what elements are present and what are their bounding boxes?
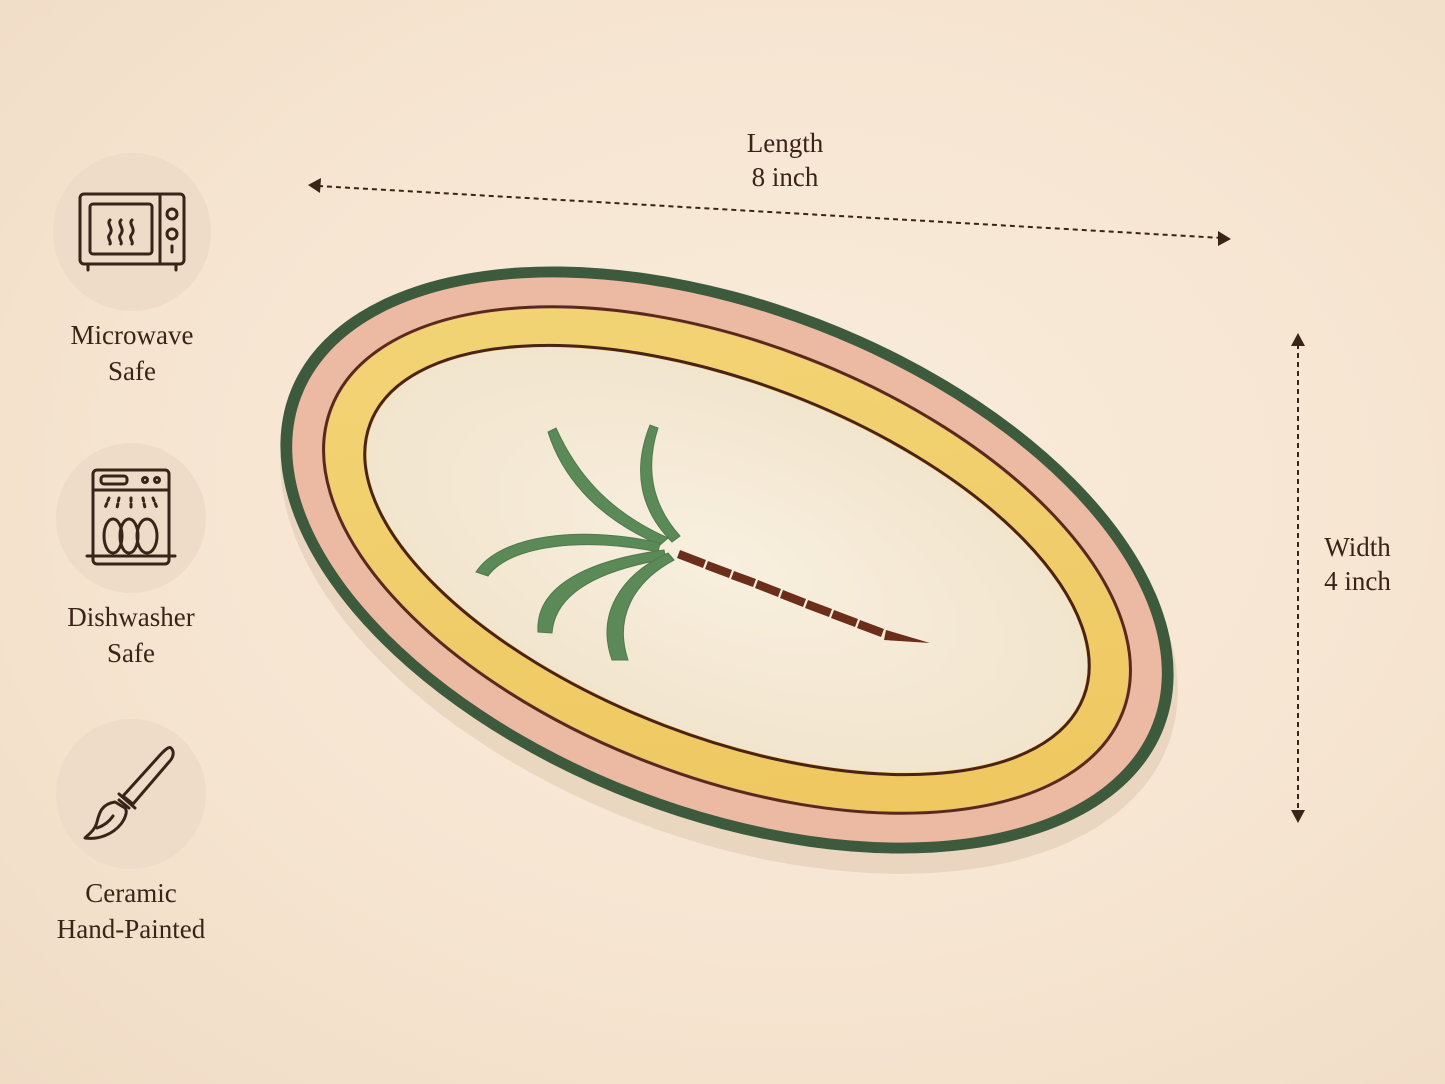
feature-ceramic-hand-painted: Ceramic Hand-Painted [11,719,251,947]
palm-fronds [475,424,681,661]
paintbrush-icon [83,746,175,840]
length-value: 8 inch [751,162,819,192]
dishwasher-icon [85,468,177,566]
dishwasher-label: Dishwasher Safe [67,602,195,668]
length-label: Length 8 inch [700,126,870,194]
platter-center [366,347,1088,773]
palm-trunk [677,550,930,643]
microwave-icon-circle [53,153,211,311]
length-arrow [308,178,1231,246]
width-value: 4 inch [1324,566,1391,596]
paintbrush-icon-circle [56,719,206,869]
microwave-label: Microwave Safe [70,320,194,386]
length-title: Length [746,128,824,158]
width-arrow [1291,333,1305,823]
microwave-icon [78,192,186,272]
dishwasher-icon-circle [56,443,206,593]
width-label: Width 4 inch [1300,530,1415,598]
palm-tree-motif [475,424,930,661]
feature-dishwasher-safe: Dishwasher Safe [11,443,251,671]
feature-microwave-safe: Microwave Safe [12,153,252,389]
width-title: Width [1324,532,1391,562]
ceramic-label: Ceramic Hand-Painted [56,878,206,944]
